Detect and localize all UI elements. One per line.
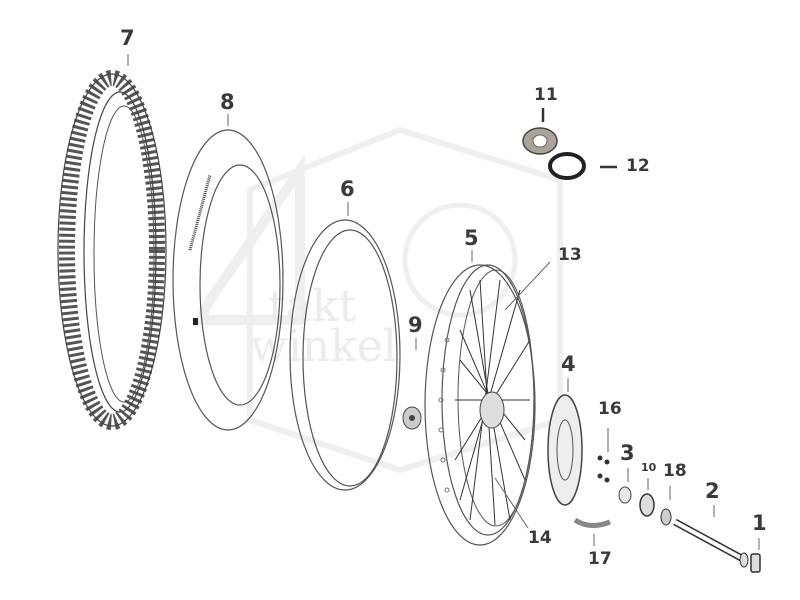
callout-12: 12: [626, 156, 650, 176]
callout-3: 3: [620, 441, 635, 465]
callout-1: 1: [752, 511, 767, 535]
part-5-spoked-rim-icon: [424, 264, 536, 546]
part-10-collar-icon: [639, 493, 655, 517]
part-16-bolts-icon: [597, 455, 610, 483]
callout-7: 7: [120, 26, 135, 50]
part-7-tire-icon: [57, 70, 167, 430]
callout-2: 2: [705, 479, 720, 503]
part-9-speedo-drive-icon: [402, 406, 422, 430]
part-17-clamp-icon: [573, 517, 611, 528]
callout-10: 10: [641, 461, 657, 474]
callout-8: 8: [220, 90, 235, 114]
part-2-axle-icon: [673, 518, 749, 568]
part-6-rim-band-icon: [289, 219, 401, 491]
callout-13: 13: [558, 245, 582, 265]
callout-9: 9: [408, 313, 423, 337]
callout-4: 4: [561, 352, 576, 376]
part-18-washer-icon: [660, 508, 672, 526]
part-8-inner-tube-icon: [172, 129, 284, 431]
callout-17: 17: [588, 549, 612, 569]
callout-5: 5: [464, 226, 479, 250]
callout-14: 14: [528, 528, 552, 548]
part-12-oil-seal-icon: [548, 152, 586, 180]
callout-16: 16: [598, 399, 622, 419]
part-1-axle-nut-icon: [750, 553, 761, 573]
part-11-bearing-icon: [522, 127, 558, 155]
callout-11: 11: [534, 85, 558, 105]
callout-6: 6: [340, 177, 355, 201]
part-3-spacer-icon: [618, 486, 632, 504]
part-4-brake-disc-icon: [547, 394, 583, 506]
callout-18: 18: [663, 461, 687, 481]
